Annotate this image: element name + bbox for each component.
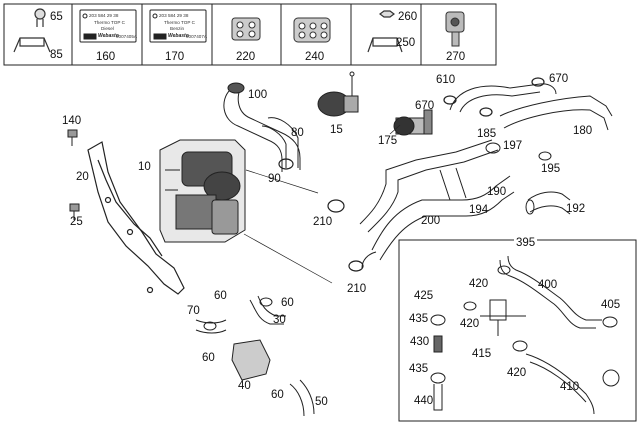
card-line2-diesel: Diesel <box>101 26 114 31</box>
sensor-270-icon <box>445 11 465 47</box>
hose-610-180 <box>449 83 613 131</box>
leader-lines <box>243 124 401 284</box>
callout-420a: 420 <box>469 278 489 290</box>
bracket-65-icon <box>13 8 51 53</box>
callout-185: 185 <box>477 128 497 140</box>
callout-170: 170 <box>165 51 185 63</box>
callout-435b: 435 <box>409 363 429 375</box>
callout-210b: 210 <box>347 283 367 295</box>
callout-70: 70 <box>187 305 200 317</box>
callout-140: 140 <box>62 115 82 127</box>
callout-435a: 435 <box>409 313 429 325</box>
bracket-260-icon <box>367 10 403 53</box>
hose-80-100 <box>223 82 301 172</box>
callout-200: 200 <box>421 215 441 227</box>
card-line2-benzin: Benzin <box>170 26 185 31</box>
callout-400: 400 <box>538 279 558 291</box>
callout-220: 220 <box>236 51 256 63</box>
callout-190: 190 <box>487 186 507 198</box>
callout-60a: 60 <box>214 290 227 302</box>
callout-20: 20 <box>76 171 89 183</box>
callout-60b: 60 <box>281 297 294 309</box>
callout-65: 65 <box>50 11 63 23</box>
card-part-no-diesel: 203 584 29 38 <box>89 13 119 18</box>
callout-415: 415 <box>472 348 492 360</box>
connector-240-icon <box>293 17 331 43</box>
callout-610: 610 <box>436 74 456 86</box>
callout-440: 440 <box>414 395 434 407</box>
inset-frame <box>398 239 637 422</box>
callout-430: 430 <box>410 336 430 348</box>
callout-405: 405 <box>601 299 621 311</box>
label-card-diesel <box>79 9 137 43</box>
callout-670a: 670 <box>549 73 569 85</box>
callout-30: 30 <box>273 314 286 326</box>
callout-250: 250 <box>396 37 416 49</box>
screw-25-icon <box>69 203 80 220</box>
pipe-assembly <box>359 139 515 269</box>
callout-194: 194 <box>469 204 489 216</box>
card-line1-diesel: Thermo TOP C <box>94 20 125 25</box>
callout-40: 40 <box>238 380 251 392</box>
callout-100: 100 <box>248 89 268 101</box>
inset-number-395: 395 <box>514 237 538 249</box>
connector-220-icon <box>231 17 261 41</box>
callout-270: 270 <box>446 51 466 63</box>
clamp-icons <box>278 77 545 272</box>
valve-175 <box>393 109 433 136</box>
callout-90: 90 <box>268 173 281 185</box>
callout-85: 85 <box>50 49 63 61</box>
callout-670b: 670 <box>415 100 435 112</box>
callout-175: 175 <box>378 135 398 147</box>
callout-180: 180 <box>573 125 593 137</box>
callout-240: 240 <box>305 51 325 63</box>
screw-140-icon <box>67 129 78 146</box>
card-part-no-benzin: 203 584 29 38 <box>159 13 189 18</box>
callout-425: 425 <box>414 290 434 302</box>
callout-25: 25 <box>70 216 83 228</box>
hose-192-195 <box>485 142 571 215</box>
heater-unit <box>159 139 246 243</box>
inset-parts <box>430 255 620 415</box>
card-code-benzin: 9007407A <box>186 34 207 39</box>
callout-210a: 210 <box>313 216 333 228</box>
callout-160: 160 <box>96 51 116 63</box>
callout-10: 10 <box>138 161 151 173</box>
callout-420b: 420 <box>460 318 480 330</box>
callout-420c: 420 <box>507 367 527 379</box>
callout-195: 195 <box>541 163 561 175</box>
card-line1-benzin: Thermo TOP C <box>164 20 195 25</box>
callout-260: 260 <box>398 11 418 23</box>
card-brand-benzin: Webasto <box>168 33 189 39</box>
mounting-bracket <box>87 141 185 295</box>
callout-60c: 60 <box>202 352 215 364</box>
card-code-diesel: 9007405A <box>116 34 137 39</box>
callout-410: 410 <box>560 381 580 393</box>
callout-80: 80 <box>291 127 304 139</box>
label-card-benzin <box>149 9 207 43</box>
callout-197: 197 <box>503 140 523 152</box>
callout-192: 192 <box>566 203 586 215</box>
callout-60d: 60 <box>271 389 284 401</box>
lower-parts <box>195 295 315 417</box>
callout-15: 15 <box>330 124 343 136</box>
card-brand-diesel: Webasto <box>98 33 119 39</box>
callout-50: 50 <box>315 396 328 408</box>
pump-15 <box>317 71 359 117</box>
